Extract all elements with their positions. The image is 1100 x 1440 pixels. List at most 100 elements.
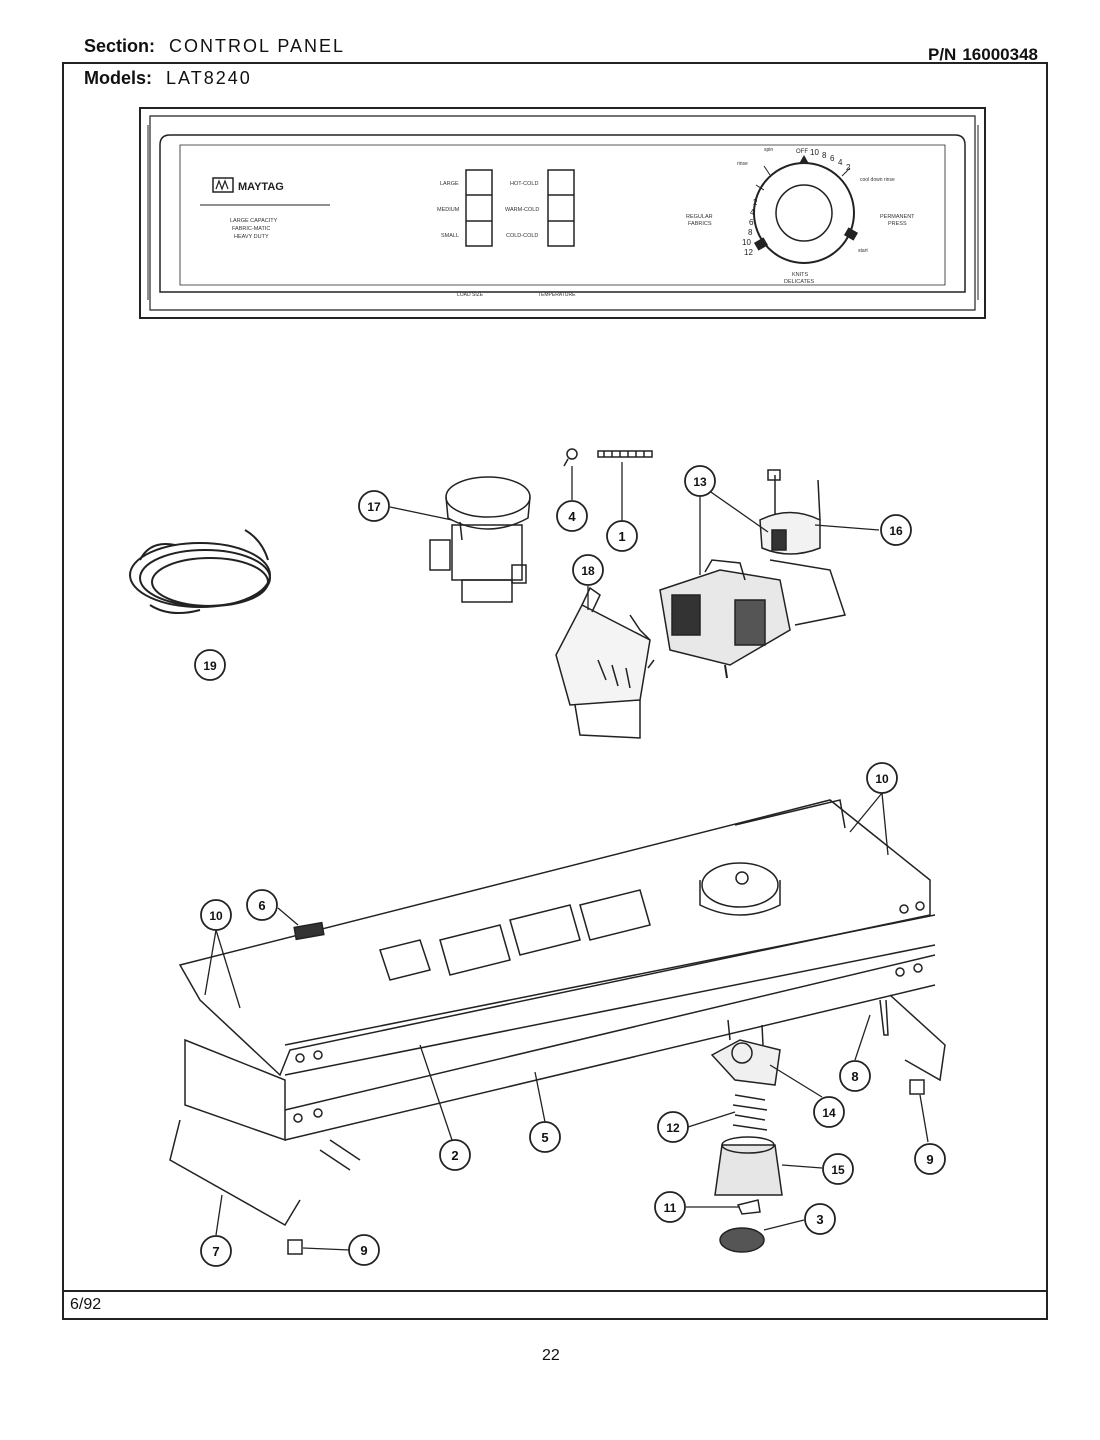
dial-knits: KNITS	[792, 272, 809, 278]
svg-text:14: 14	[822, 1106, 836, 1120]
dial-word-start: start	[858, 248, 868, 254]
callout-17: 17	[358, 490, 390, 522]
callout-19: 19	[194, 649, 226, 681]
callout-15: 15	[822, 1153, 854, 1185]
load-large: LARGE	[440, 181, 459, 187]
temp-warm-cold: WARM-COLD	[505, 207, 539, 213]
panel-desc-2: FABRIC-MATIC	[232, 226, 270, 232]
dial-top-4: 4	[838, 158, 843, 167]
callout-12: 12	[657, 1111, 689, 1143]
svg-text:8: 8	[851, 1069, 858, 1084]
callout-14: 14	[813, 1096, 845, 1128]
svg-text:10: 10	[209, 909, 223, 923]
dial-delicates: DELICATES	[784, 279, 814, 285]
control-panel-face	[139, 107, 986, 319]
callout-9-left: 9	[348, 1234, 380, 1266]
svg-text:19: 19	[203, 659, 217, 673]
dial-left-2: 2	[753, 198, 758, 207]
dial-top-10: 10	[810, 148, 819, 157]
models-value: LAT8240	[166, 68, 252, 88]
bracket-part	[287, 999, 925, 1255]
panel-brand: MAYTAG	[238, 181, 284, 193]
callout-6: 6	[246, 889, 278, 921]
dial-permanent: PERMANENT	[880, 214, 915, 220]
callout-4: 4	[556, 500, 588, 532]
dial-left-10: 10	[742, 238, 751, 247]
svg-text:10: 10	[875, 772, 889, 786]
dial-word-spin: spin	[764, 147, 773, 153]
clip-part	[563, 448, 578, 467]
revision-date: 6/92	[70, 1296, 102, 1313]
svg-text:7: 7	[212, 1244, 219, 1259]
svg-text:3: 3	[816, 1212, 823, 1227]
svg-text:16: 16	[889, 524, 903, 538]
dial-top-6: 6	[830, 154, 835, 163]
dial-fabrics: FABRICS	[688, 221, 712, 227]
dial-word-rinse: rinse	[737, 161, 748, 167]
callout-3: 3	[804, 1203, 836, 1235]
wire-harness-part	[129, 529, 271, 615]
selector-switch-part	[429, 476, 531, 603]
timer-dial	[753, 154, 859, 264]
panel-desc-1: LARGE CAPACITY	[230, 218, 278, 224]
diagram-frame	[62, 62, 1048, 1320]
callout-7: 7	[200, 1235, 232, 1267]
page-number: 22	[542, 1347, 560, 1364]
callout-13: 13	[684, 465, 716, 497]
maytag-logo-icon	[212, 177, 234, 193]
svg-text:11: 11	[664, 1201, 677, 1215]
svg-text:4: 4	[568, 509, 576, 524]
timer-part	[659, 559, 846, 679]
leader-lines	[204, 462, 929, 1251]
callout-16: 16	[880, 514, 912, 546]
callout-group: 1 2 3 4 5 6 7 8 9 9 10 10 11 12 13 14 15…	[194, 465, 946, 1267]
rod-part	[597, 450, 653, 458]
svg-text:15: 15	[831, 1163, 845, 1177]
callout-9-right: 9	[914, 1143, 946, 1175]
callout-10-right: 10	[866, 762, 898, 794]
svg-text:6: 6	[258, 898, 265, 913]
dial-top-off: OFF	[796, 149, 808, 155]
callout-5: 5	[529, 1121, 561, 1153]
temp-hot-cold: HOT-COLD	[510, 181, 538, 187]
footer-divider	[62, 1290, 1048, 1292]
callout-11: 11	[654, 1191, 686, 1223]
fill-valve-part	[759, 469, 821, 555]
dial-left-8: 8	[748, 228, 753, 237]
load-medium: MEDIUM	[437, 207, 460, 213]
temperature-caption: TEMPERATURE	[538, 292, 576, 298]
dial-word-cool-down-rinse: cool down rinse	[860, 177, 895, 183]
models-title: Models: LAT8240	[84, 68, 252, 89]
svg-text:13: 13	[693, 475, 707, 489]
models-label: Models:	[84, 68, 153, 88]
dial-left-12: 12	[744, 248, 753, 257]
svg-text:18: 18	[581, 564, 595, 578]
dial-top-8: 8	[822, 151, 827, 160]
callout-10-left: 10	[200, 899, 232, 931]
svg-text:9: 9	[360, 1243, 367, 1258]
dial-regular: REGULAR	[686, 214, 713, 220]
callout-18: 18	[572, 554, 604, 586]
panel-desc-3: HEAVY DUTY	[234, 234, 269, 240]
dial-press: PRESS	[888, 221, 907, 227]
callout-1: 1	[606, 520, 638, 552]
dial-left-4: 4	[750, 208, 755, 217]
svg-text:17: 17	[367, 500, 381, 514]
knob-assembly-part	[710, 1019, 783, 1253]
svg-text:1: 1	[618, 529, 625, 544]
dial-top-2: 2	[846, 163, 851, 172]
console-frame-part	[169, 799, 946, 1227]
svg-text:9: 9	[926, 1152, 933, 1167]
section-label: Section:	[84, 36, 156, 56]
svg-text:12: 12	[666, 1121, 680, 1135]
section-value: CONTROL PANEL	[169, 36, 346, 56]
load-size-buttons	[465, 169, 575, 247]
temp-cold-cold: COLD-COLD	[506, 233, 538, 239]
svg-text:5: 5	[541, 1130, 548, 1145]
callout-8: 8	[839, 1060, 871, 1092]
svg-text:2: 2	[451, 1148, 458, 1163]
pn-label: P/N	[928, 45, 957, 64]
load-small: SMALL	[441, 233, 459, 239]
